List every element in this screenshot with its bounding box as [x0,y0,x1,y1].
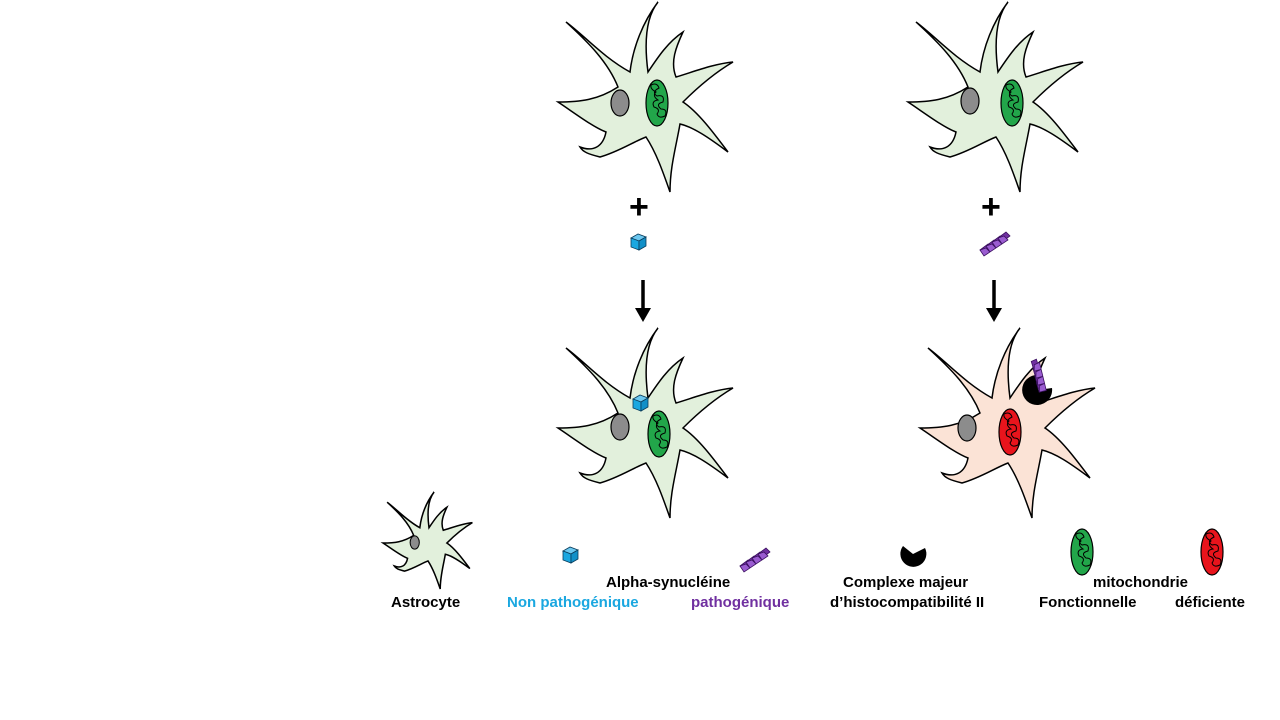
legend-astrocyte-label: Astrocyte [391,594,461,611]
mitochondrion-deficient [998,408,1022,456]
legend-non-pathogenic-label: Non pathogénique [507,594,639,611]
astrocyte-bottom-left [557,327,734,519]
legend-mito-deficient-label: déficiente [1175,594,1246,611]
nucleus [960,87,980,115]
nucleus [957,414,977,442]
legend-astrocyte-icon [382,491,474,590]
nucleus [610,413,630,441]
astrocyte-top-left [557,1,734,193]
legend-non-pathogenic-icon [562,546,579,564]
internalized-synuclein-icon [632,394,649,412]
legend-mito-functional-icon [1070,528,1094,576]
legend-pathogenic-icon [739,547,771,573]
mitochondrion-functional [647,410,671,458]
plus-sign-right: + [981,188,1001,226]
legend-mito-title: mitochondrie [1093,574,1189,591]
arrow-down-left [635,280,651,322]
legend-mhc-line2: d’histocompatibilité II [830,594,985,611]
mitochondrion-functional [1000,79,1024,127]
astrocyte-top-right [907,1,1084,193]
legend-alpha-synuclein-title: Alpha-synucléine [606,574,731,591]
legend-mito-functional-label: Fonctionnelle [1039,594,1137,611]
nucleus [610,89,630,117]
legend-mhc-line1: Complexe majeur [843,574,969,591]
legend-pathogenic-label: pathogénique [691,594,790,611]
mitochondrion-functional [645,79,669,127]
mhc-ii-icon [1022,374,1053,405]
plus-sign-left: + [629,188,649,226]
legend-mhc-ii-icon [900,546,927,567]
arrow-down-right [986,280,1002,322]
astrocyte-bottom-right [919,327,1096,519]
non-pathogenic-synuclein-icon [630,233,647,251]
pathogenic-synuclein-icon [979,231,1011,257]
legend-mito-deficient-icon [1200,528,1224,576]
